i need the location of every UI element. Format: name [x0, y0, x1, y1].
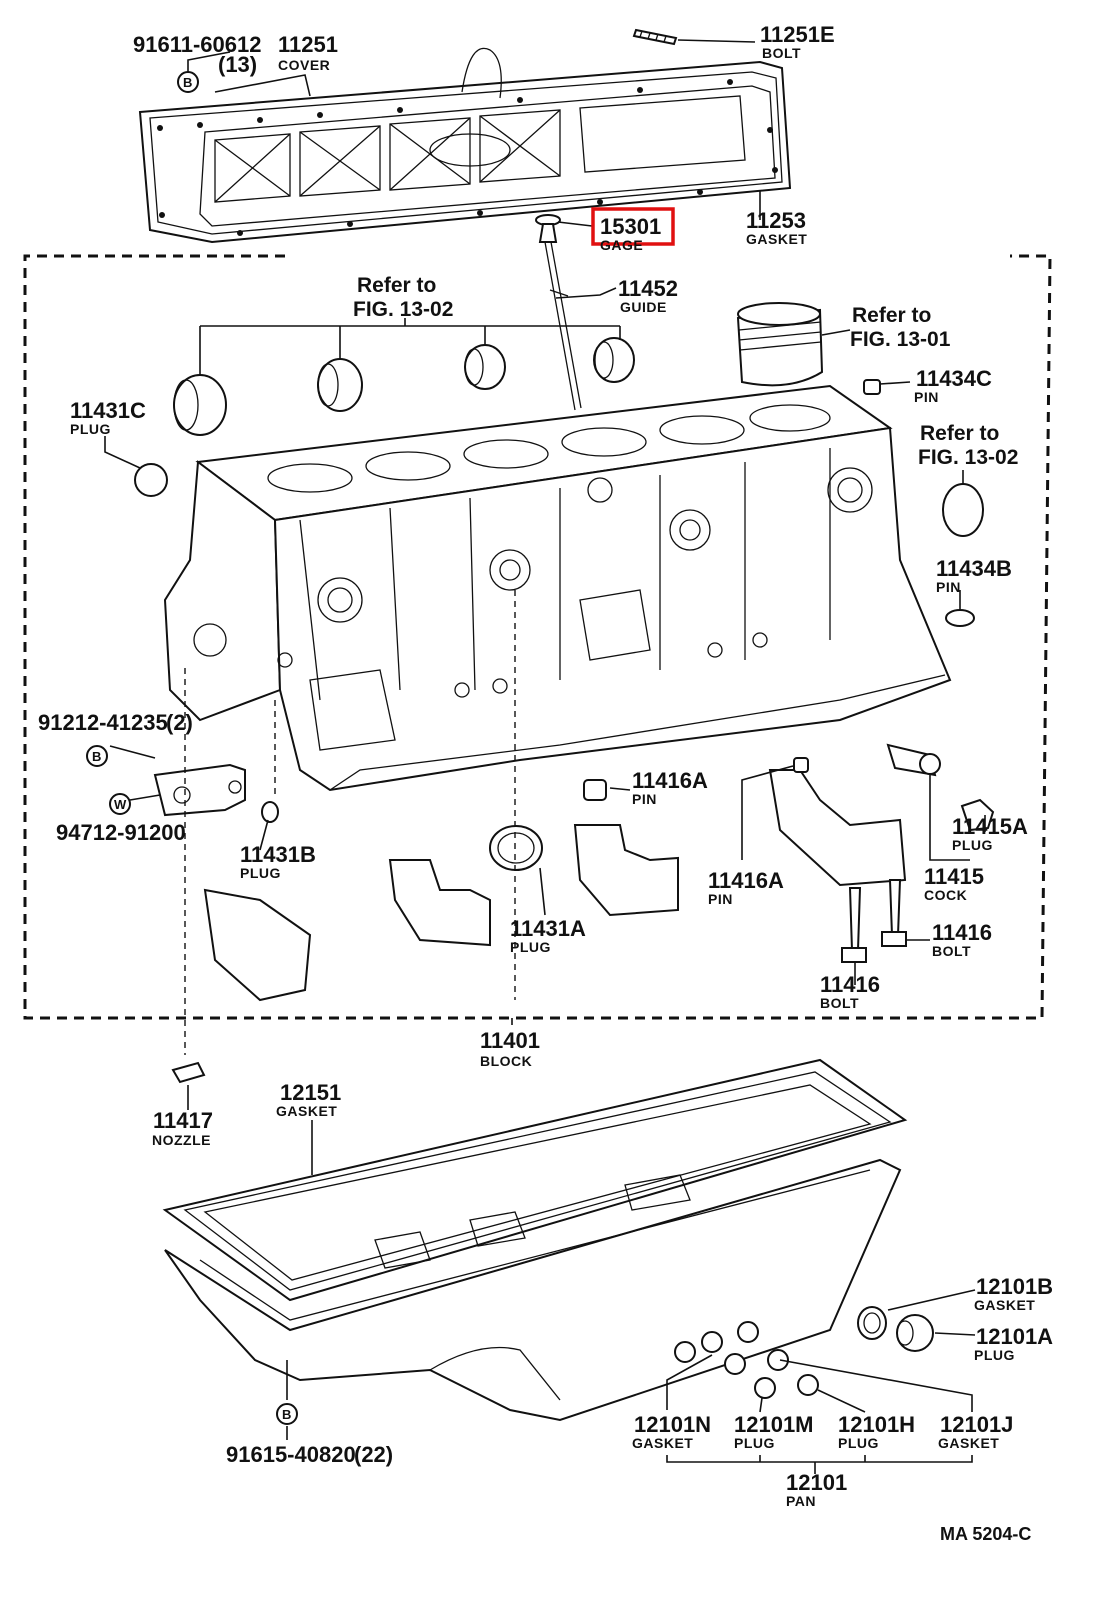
washer-symbol-94712: W — [114, 797, 127, 812]
label-11434C: 11434C — [916, 366, 992, 391]
qty-91611: (13) — [218, 52, 257, 77]
oilpan-drawing — [162, 1058, 934, 1425]
piston-drawing — [736, 302, 824, 387]
name-12101N: GASKET — [632, 1435, 693, 1451]
name-11253: GASKET — [746, 231, 807, 247]
figure-code: MA 5204-C — [940, 1524, 1031, 1544]
name-15301: GAGE — [600, 237, 643, 253]
name-11434C: PIN — [914, 389, 939, 405]
gage-drawing — [535, 214, 582, 411]
ref-1301-line2: FIG. 13-01 — [850, 328, 951, 351]
ref-1302-top-line1: Refer to — [357, 274, 436, 297]
label-12101J: 12101J — [940, 1412, 1013, 1437]
bolt-symbol-91611: B — [183, 75, 192, 90]
label-12101H: 12101H — [838, 1412, 915, 1437]
qty-91615: (22) — [354, 1442, 393, 1467]
name-11417: NOZZLE — [152, 1132, 211, 1148]
name-12151: GASKET — [276, 1103, 337, 1119]
label-91611: 91611-60612 — [133, 32, 261, 57]
label-12101B: 12101B — [976, 1274, 1053, 1299]
label-12101M: 12101M — [734, 1412, 814, 1437]
block-drawing — [86, 302, 995, 1084]
name-12101B: GASKET — [974, 1297, 1035, 1313]
label-11415A: 11415A — [952, 814, 1028, 839]
label-11431C: 11431C — [70, 398, 146, 423]
label-11452: 11452 — [618, 276, 678, 301]
label-94712: 94712-91200 — [56, 820, 186, 845]
ref-1301-line1: Refer to — [852, 304, 931, 327]
name-11415: COCK — [924, 887, 967, 903]
name-11431C: PLUG — [70, 421, 111, 437]
label-12101: 12101 — [786, 1470, 847, 1495]
label-15301: 15301 — [600, 214, 661, 239]
block-group-boundary — [23, 254, 1052, 1020]
name-12101H: PLUG — [838, 1435, 879, 1451]
name-11416A-2: PIN — [708, 891, 733, 907]
label-11401: 11401 — [480, 1028, 540, 1053]
label-11416-2: 11416 — [820, 972, 880, 997]
name-11401: BLOCK — [480, 1053, 532, 1069]
ref-1302-right-line2: FIG. 13-02 — [918, 446, 1018, 469]
name-12101A: PLUG — [974, 1347, 1015, 1363]
name-11416-1: BOLT — [932, 943, 971, 959]
name-12101: PAN — [786, 1493, 816, 1509]
label-11416-1: 11416 — [932, 920, 992, 945]
leader-lines — [104, 39, 986, 1474]
name-12101M: PLUG — [734, 1435, 775, 1451]
highlight-box — [591, 207, 675, 246]
label-11416A-1: 11416A — [632, 768, 708, 793]
name-11416-2: BOLT — [820, 995, 859, 1011]
label-91212: 91212-41235 — [38, 710, 168, 735]
label-11251E: 11251E — [760, 22, 835, 47]
name-11431B: PLUG — [240, 865, 281, 881]
name-11434B: PIN — [936, 579, 961, 595]
name-11251: COVER — [278, 57, 330, 73]
label-11416A-2: 11416A — [708, 868, 784, 893]
qty-91212: (2) — [166, 710, 193, 735]
label-11417: 11417 — [153, 1108, 213, 1133]
name-11431A: PLUG — [510, 939, 551, 955]
label-12151: 12151 — [280, 1080, 341, 1105]
name-11251E: BOLT — [762, 45, 801, 61]
label-11415: 11415 — [924, 864, 984, 889]
name-11416A-1: PIN — [632, 791, 657, 807]
bolt-symbol-91615: B — [282, 1407, 291, 1422]
label-11434B: 11434B — [936, 556, 1012, 581]
label-11431A: 11431A — [510, 916, 586, 941]
label-12101A: 12101A — [976, 1324, 1053, 1349]
label-11253: 11253 — [746, 208, 806, 233]
ref-1302-right-line1: Refer to — [920, 422, 999, 445]
label-11431B: 11431B — [240, 842, 316, 867]
name-11452: GUIDE — [620, 299, 667, 315]
label-11251: 11251 — [278, 32, 338, 57]
name-11415A: PLUG — [952, 837, 993, 853]
label-12101N: 12101N — [634, 1412, 711, 1437]
label-91615: 91615-40820 — [226, 1442, 356, 1467]
bolt-symbol-91212: B — [92, 749, 101, 764]
cover-drawing — [138, 28, 792, 244]
ref-1302-top-line2: FIG. 13-02 — [353, 298, 453, 321]
name-12101J: GASKET — [938, 1435, 999, 1451]
labels: 91611-60612 (13) 11251 COVER 11251E BOLT… — [38, 22, 1053, 1544]
